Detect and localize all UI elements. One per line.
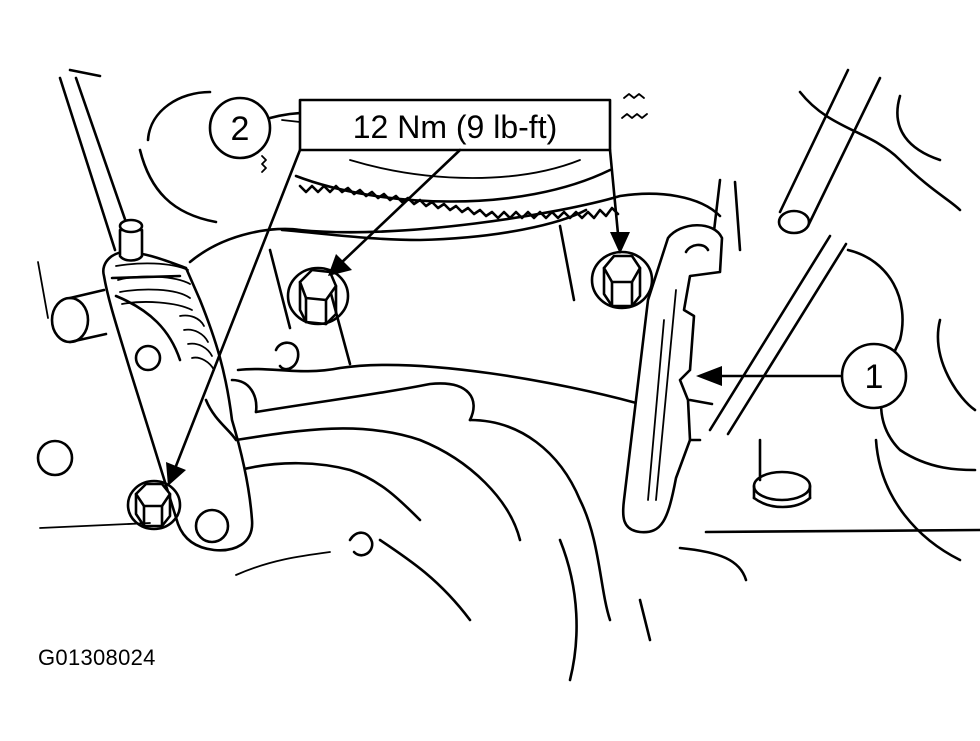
callout-number-2: 2 (231, 110, 250, 148)
adjuster-slide (621, 224, 724, 534)
bolt-upper-left (286, 266, 350, 326)
arrowhead-upper-left (328, 254, 352, 276)
callout-circle-1 (840, 342, 908, 410)
callout-circle-2 (208, 96, 272, 160)
gear-teeth (280, 159, 620, 242)
bolt-lower-left (126, 479, 182, 531)
bracket-plate (188, 192, 722, 406)
callout-1: 1 (696, 342, 908, 410)
arrowhead-callout-1 (696, 366, 722, 386)
bolt-upper-right (590, 250, 654, 310)
figure-id: G01308024 (38, 645, 156, 670)
callout-2: 12 Nm (9 lb-ft) 2 (208, 96, 612, 173)
torque-spec-label: 12 Nm (9 lb-ft) (353, 109, 557, 145)
leader-lines (166, 148, 630, 486)
tensioner-arm (102, 218, 258, 552)
callout-number-1: 1 (865, 358, 884, 396)
crankshaft-cover (234, 382, 612, 622)
arrowhead-lower-left (166, 462, 186, 486)
arrowhead-upper-right (610, 232, 630, 254)
torque-spec-box (298, 98, 612, 152)
